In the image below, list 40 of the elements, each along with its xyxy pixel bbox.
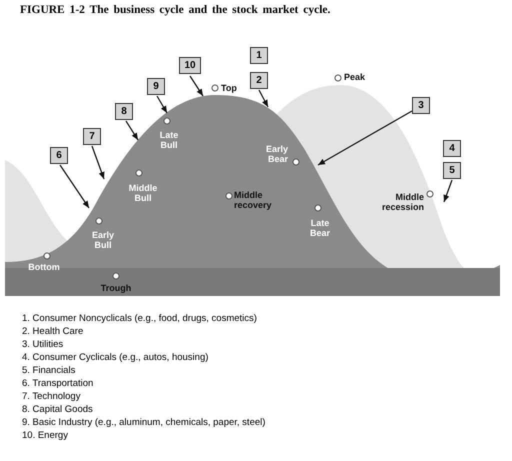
sector-list-item: 1. Consumer Noncyclicals (e.g., food, drugs, cosmetics) xyxy=(22,313,257,325)
leader-arrow xyxy=(156,96,168,114)
phase-label: Top xyxy=(221,83,238,93)
phase-label: Middle recovery xyxy=(234,190,273,210)
phase-label: Early Bull xyxy=(90,230,116,250)
phase-label: Peak xyxy=(344,72,366,82)
phase-label: Late Bear xyxy=(308,218,331,238)
leader-arrow xyxy=(91,146,105,180)
leader-arrow xyxy=(443,180,453,202)
sector-list-item: 10. Energy xyxy=(22,430,68,442)
leader-arrow xyxy=(60,164,90,208)
callout-number: 6 xyxy=(50,147,68,164)
callout-number: 1 xyxy=(250,47,268,64)
sector-list-item: 3. Utilities xyxy=(22,339,64,351)
sector-list-item: 6. Transportation xyxy=(22,378,94,390)
phase-label: Bottom xyxy=(27,262,61,272)
callout-number: 4 xyxy=(443,140,461,157)
sector-list-item: 9. Basic Industry (e.g., aluminum, chemicals, paper, steel) xyxy=(22,417,266,429)
callout-number: 7 xyxy=(83,128,101,145)
callout-number: 10 xyxy=(179,57,201,74)
callout-number: 9 xyxy=(147,78,165,95)
leader-arrow xyxy=(258,90,269,108)
phase-label: Middle recession xyxy=(380,192,424,212)
callout-number: 5 xyxy=(443,162,461,179)
figure-title: FIGURE 1-2 The business cycle and the stock market cycle. xyxy=(20,4,330,16)
sector-list-item: 2. Health Care xyxy=(22,326,84,338)
sector-list-item: 4. Consumer Cyclicals (e.g., autos, housing) xyxy=(22,352,208,364)
leader-arrow xyxy=(318,110,412,166)
phase-label: Middle Bull xyxy=(128,183,158,203)
sector-list-item: 8. Capital Goods xyxy=(22,404,93,416)
phase-label: Trough xyxy=(100,283,132,293)
sector-list-item: 5. Financials xyxy=(22,365,76,377)
callout-number: 3 xyxy=(412,97,430,114)
leader-arrow xyxy=(126,120,138,140)
callout-number: 8 xyxy=(115,103,133,120)
phase-label: Late Bull xyxy=(158,130,180,150)
callout-number: 2 xyxy=(250,72,268,89)
leader-arrow xyxy=(190,76,204,96)
sector-list-item: 7. Technology xyxy=(22,391,80,403)
phase-label: Early Bear xyxy=(264,144,288,164)
